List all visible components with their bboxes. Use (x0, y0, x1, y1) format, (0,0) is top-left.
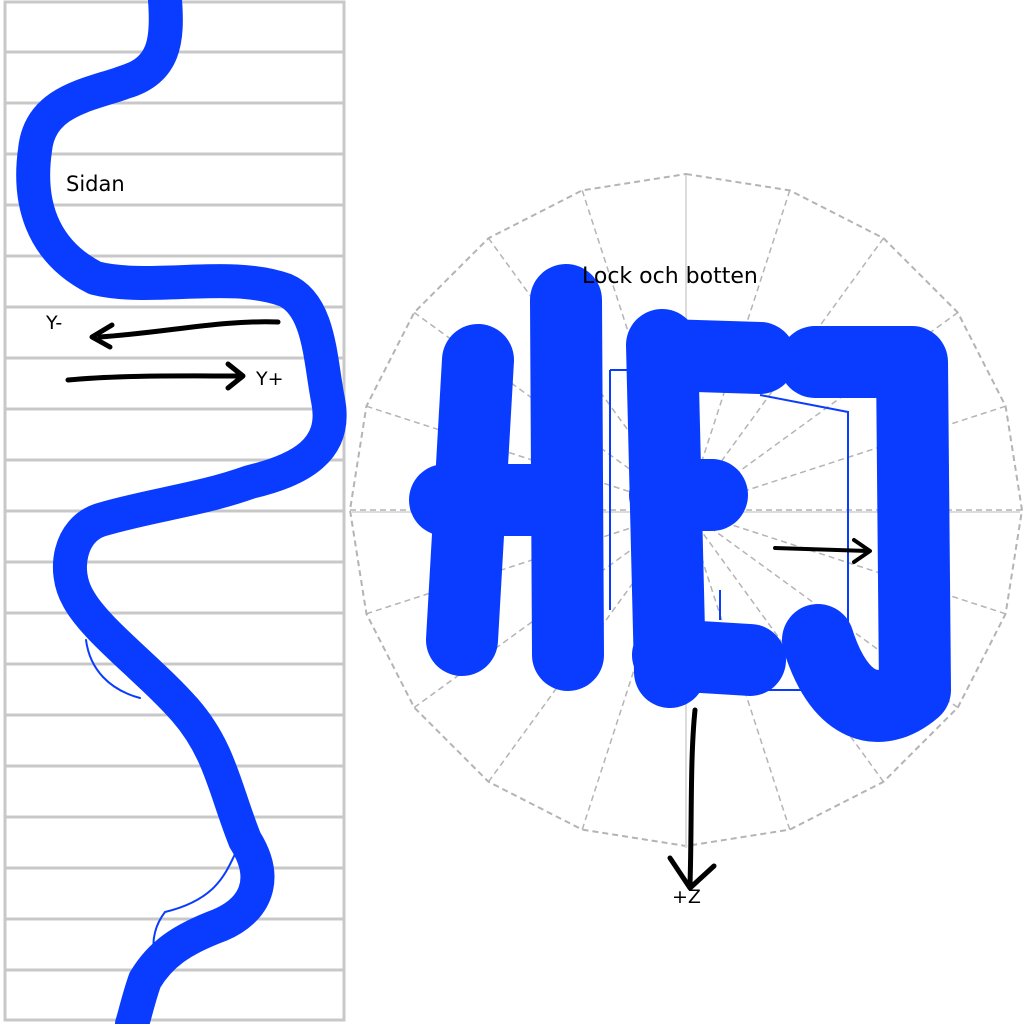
arrow-y-plus (65, 361, 246, 391)
polygon-spoke (366, 405, 687, 511)
hej-scribble (409, 264, 951, 742)
polygon-spoke (685, 509, 885, 783)
polygon-spoke (581, 509, 687, 830)
side-label: Sidan (66, 172, 125, 196)
hej-letter-e (626, 309, 796, 708)
arrow-z-plus (667, 707, 717, 891)
polygon-spoke (581, 190, 687, 511)
polygon-spoke (685, 405, 1006, 511)
side-scribble (16, 0, 347, 1024)
arrow-inner (773, 538, 872, 564)
top-label: Lock och botten (582, 264, 758, 289)
side-view-grid (3, 0, 346, 1022)
hej-letter-h (409, 264, 604, 691)
polygon-spoke (685, 190, 791, 511)
polygon-spoke (685, 509, 1006, 615)
y-minus-label: Y- (46, 312, 63, 334)
y-plus-label: Y+ (256, 368, 284, 390)
z-plus-label: +Z (672, 886, 701, 908)
hej-letter-j (779, 326, 951, 742)
arrows (65, 319, 872, 891)
polygon-spoke (685, 509, 791, 830)
arrow-y-minus (89, 319, 281, 350)
polygon-spoke (366, 509, 687, 615)
polygon-spoke (685, 509, 959, 709)
